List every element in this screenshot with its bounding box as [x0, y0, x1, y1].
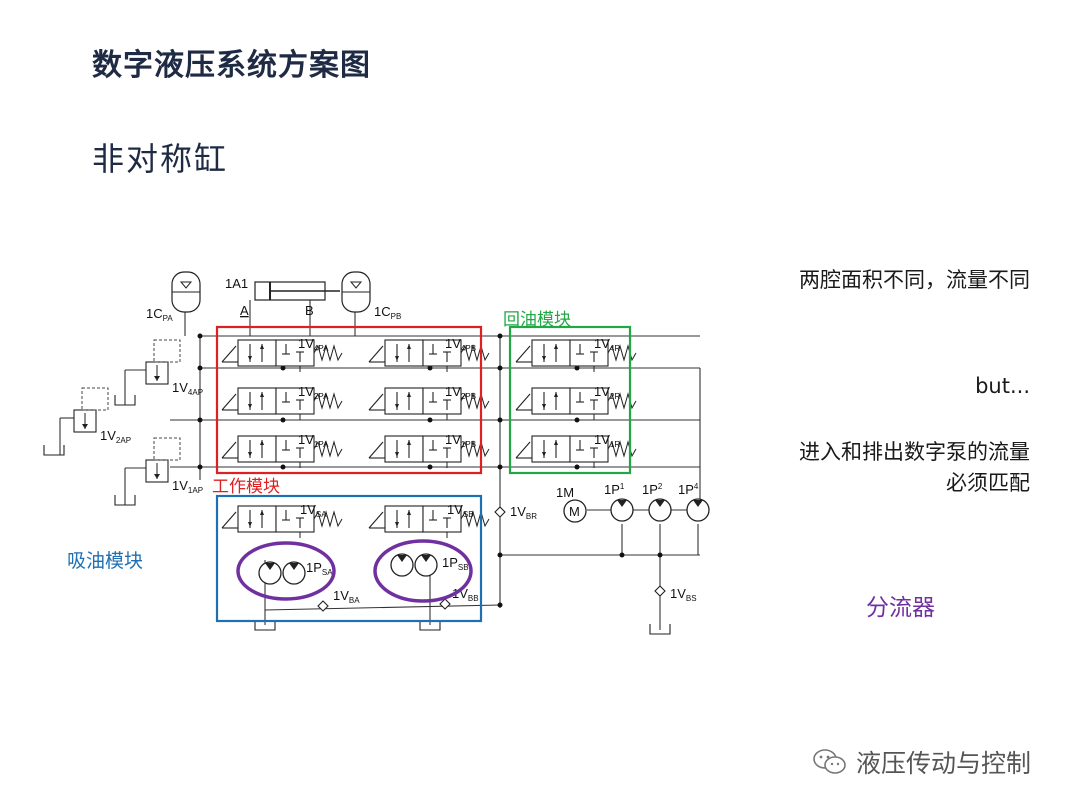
svg-text:1V1R: 1V1R [594, 432, 620, 449]
valve-2pb: 1V2PB [368, 384, 490, 421]
suction-module-label: 吸油模块 [67, 550, 144, 572]
svg-text:1CPB: 1CPB [374, 304, 401, 321]
cylinder-1a1: 1A1 A B [225, 276, 340, 318]
valve-sa: 1VSA [221, 502, 343, 539]
valve-sb: 1VSB [368, 502, 490, 539]
watermark: 液压传动与控制 [812, 744, 1031, 780]
relief-valve-1ap: 1V1AP [145, 437, 203, 495]
port-a-label: A [240, 303, 249, 318]
pump-pair-sa: 1PSA [258, 560, 333, 585]
valve-4pb: 1V4PB [368, 336, 490, 373]
page-title: 数字液压系统方案图 [92, 48, 371, 83]
svg-text:1VBB: 1VBB [452, 586, 479, 603]
work-module-label: 工作模块 [212, 477, 280, 497]
work-module-box [215, 325, 483, 475]
port-b-label: B [305, 303, 314, 318]
cylinder-label: 1A1 [225, 276, 248, 291]
acc-pb-sub: PB [391, 312, 402, 321]
accumulator-pa: 1CPA [146, 271, 201, 323]
watermark-text: 液压传动与控制 [856, 749, 1032, 778]
svg-text:1VBA: 1VBA [333, 588, 360, 605]
relief-valve-2ap: 1V2AP [73, 387, 131, 445]
svg-text:1V1PB: 1V1PB [445, 432, 476, 449]
svg-text:1V4PB: 1V4PB [445, 336, 476, 353]
check-valve-ba: 1VBA [317, 588, 360, 612]
note-area-difference: 两腔面积不同，流量不同 [799, 268, 1030, 292]
valve-4r: 1V4R [515, 336, 637, 373]
svg-text:1P1: 1P1 [604, 482, 625, 497]
accumulator-pb: 1CPB [341, 271, 401, 321]
svg-text:1V2PB: 1V2PB [445, 384, 476, 401]
valve-4pa: 1V4PA [221, 336, 343, 373]
svg-text:1V1PA: 1V1PA [298, 432, 329, 449]
svg-text:1PSB: 1PSB [442, 555, 469, 572]
valve-2pa: 1V2PA [221, 384, 343, 421]
valve-1pb: 1V1PB [368, 432, 490, 469]
acc-pa-main: 1C [146, 306, 163, 321]
svg-text:1V4R: 1V4R [594, 336, 620, 353]
svg-text:1M: 1M [556, 485, 574, 500]
svg-text:1V4PA: 1V4PA [298, 336, 329, 353]
divider-ring-b [373, 539, 473, 603]
wechat-icon [813, 749, 846, 774]
svg-text:M: M [569, 504, 580, 519]
return-module-label: 回油模块 [503, 310, 571, 330]
divider-label: 分流器 [866, 595, 935, 621]
divider-ring-a [236, 541, 336, 601]
acc-pb-main: 1C [374, 304, 391, 319]
svg-text:1VBS: 1VBS [670, 586, 697, 603]
acc-pa-sub: PA [163, 314, 174, 323]
svg-text:1VSB: 1VSB [447, 502, 474, 519]
check-valve-bs: 1VBS [654, 585, 697, 603]
check-valve-bb: 1VBB [439, 586, 479, 610]
suction-module-box [215, 494, 483, 623]
svg-text:1V4AP: 1V4AP [172, 380, 203, 397]
note-but: but... [975, 374, 1030, 398]
valve-1pa: 1V1PA [221, 432, 343, 469]
return-module-box [508, 325, 632, 475]
svg-text:1V1AP: 1V1AP [172, 478, 203, 495]
pump-1p2: 1P2 [642, 482, 672, 522]
svg-text:1V2PA: 1V2PA [298, 384, 329, 401]
pump-1p4: 1P4 [678, 482, 710, 522]
relief-valve-4ap: 1V4AP [145, 339, 203, 397]
valve-2r: 1V2R [515, 384, 637, 421]
pump-1p1: 1P1 [604, 482, 634, 522]
motor-1m: M 1M [556, 485, 587, 523]
tank-symbols [43, 395, 671, 635]
check-valve-br: 1VBR [494, 504, 537, 521]
svg-text:1VSA: 1VSA [300, 502, 327, 519]
svg-text:1V2AP: 1V2AP [100, 428, 131, 445]
pump-pair-sb: 1PSB [390, 553, 469, 577]
svg-text:1PSA: 1PSA [306, 560, 333, 577]
note-flow-match: 进入和排出数字泵的流量必须匹配 [799, 440, 1030, 495]
svg-text:1CPA: 1CPA [146, 306, 173, 323]
valve-1r: 1V1R [515, 432, 637, 469]
svg-text:1P2: 1P2 [642, 482, 663, 497]
svg-text:1V2R: 1V2R [594, 384, 620, 401]
svg-text:1VBR: 1VBR [510, 504, 537, 521]
svg-text:1P4: 1P4 [678, 482, 699, 497]
page-subtitle: 非对称缸 [92, 140, 229, 178]
